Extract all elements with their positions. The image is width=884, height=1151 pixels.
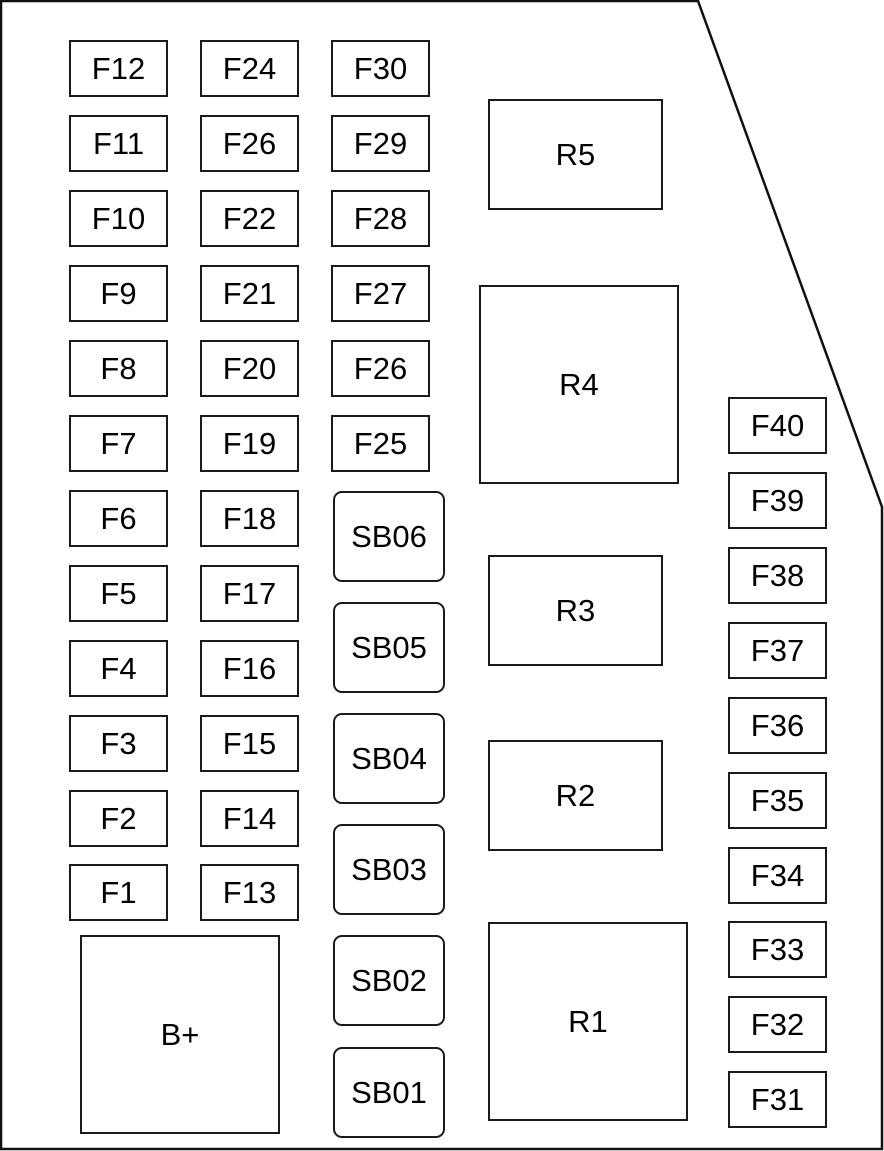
relay-r1[interactable]: R1 — [488, 922, 688, 1121]
fuse-slot[interactable]: F9 — [69, 265, 168, 322]
fuse-slot[interactable]: F19 — [200, 415, 299, 472]
fuse-slot[interactable]: F32 — [728, 996, 827, 1053]
fuse-slot[interactable]: F2 — [69, 790, 168, 847]
battery-terminal[interactable]: B+ — [80, 935, 280, 1134]
fuse-slot[interactable]: F11 — [69, 115, 168, 172]
fuse-slot[interactable]: F29 — [331, 115, 430, 172]
relay-r5[interactable]: R5 — [488, 99, 663, 210]
fuse-slot[interactable]: F33 — [728, 921, 827, 978]
fuse-slot[interactable]: F8 — [69, 340, 168, 397]
slow-blow-fuse[interactable]: SB05 — [333, 602, 445, 693]
fuse-slot[interactable]: F12 — [69, 40, 168, 97]
fuse-slot[interactable]: F39 — [728, 472, 827, 529]
fuse-slot[interactable]: F14 — [200, 790, 299, 847]
fuse-slot[interactable]: F36 — [728, 697, 827, 754]
fuse-slot[interactable]: F16 — [200, 640, 299, 697]
fuse-slot[interactable]: F13 — [200, 864, 299, 921]
fuse-slot[interactable]: F21 — [200, 265, 299, 322]
relay-r2[interactable]: R2 — [488, 740, 663, 851]
fuse-slot[interactable]: F40 — [728, 397, 827, 454]
fuse-slot[interactable]: F3 — [69, 715, 168, 772]
fuse-slot[interactable]: F26 — [200, 115, 299, 172]
fuse-slot[interactable]: F35 — [728, 772, 827, 829]
fuse-slot[interactable]: F31 — [728, 1071, 827, 1128]
relay-r3[interactable]: R3 — [488, 555, 663, 666]
fuse-slot[interactable]: F37 — [728, 622, 827, 679]
slow-blow-fuse[interactable]: SB01 — [333, 1047, 445, 1138]
fuse-slot[interactable]: F27 — [331, 265, 430, 322]
fuse-slot[interactable]: F17 — [200, 565, 299, 622]
fuse-slot[interactable]: F22 — [200, 190, 299, 247]
fuse-slot[interactable]: F5 — [69, 565, 168, 622]
fuse-slot[interactable]: F7 — [69, 415, 168, 472]
relay-r4[interactable]: R4 — [479, 285, 679, 484]
fuse-slot[interactable]: F10 — [69, 190, 168, 247]
fuse-slot[interactable]: F1 — [69, 864, 168, 921]
slow-blow-fuse[interactable]: SB02 — [333, 935, 445, 1026]
slow-blow-fuse[interactable]: SB06 — [333, 491, 445, 582]
fuse-slot[interactable]: F18 — [200, 490, 299, 547]
fuse-slot[interactable]: F6 — [69, 490, 168, 547]
fuse-slot[interactable]: F30 — [331, 40, 430, 97]
fuse-slot[interactable]: F28 — [331, 190, 430, 247]
fuse-slot[interactable]: F20 — [200, 340, 299, 397]
fuse-slot[interactable]: F26 — [331, 340, 430, 397]
fuse-slot[interactable]: F24 — [200, 40, 299, 97]
fuse-slot[interactable]: F4 — [69, 640, 168, 697]
slow-blow-fuse[interactable]: SB04 — [333, 713, 445, 804]
fuse-slot[interactable]: F38 — [728, 547, 827, 604]
fuse-slot[interactable]: F34 — [728, 847, 827, 904]
slow-blow-fuse[interactable]: SB03 — [333, 824, 445, 915]
fuse-slot[interactable]: F25 — [331, 415, 430, 472]
fuse-slot[interactable]: F15 — [200, 715, 299, 772]
